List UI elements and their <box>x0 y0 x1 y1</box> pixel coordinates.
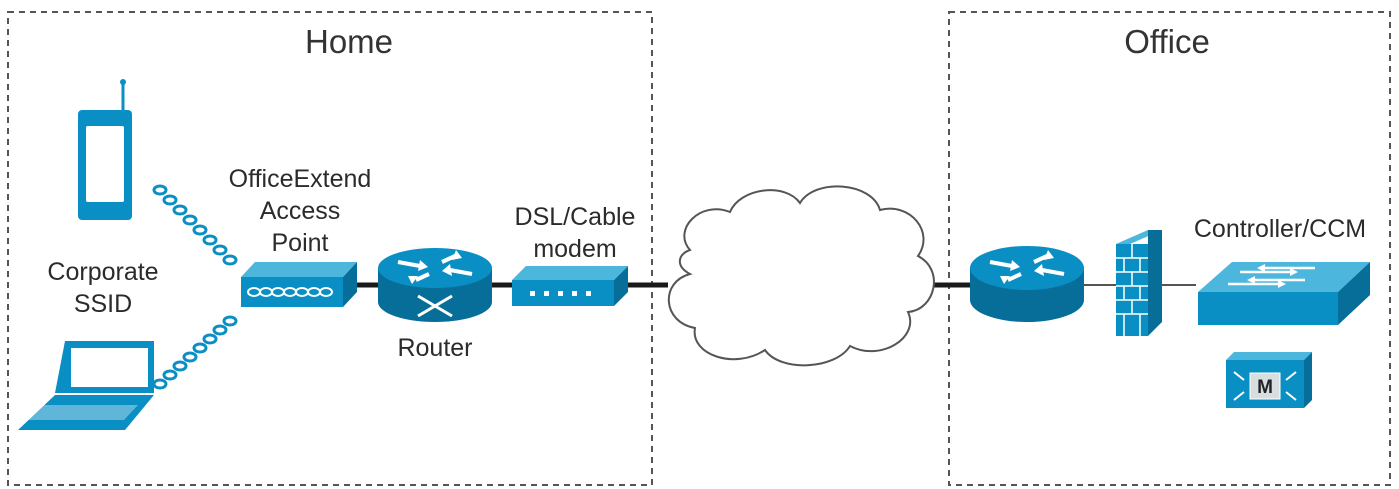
call-manager-letter: M <box>1257 377 1273 398</box>
router-icon <box>970 246 1084 322</box>
controller-label: Controller/CCM <box>1193 215 1367 243</box>
access-point-icon <box>241 262 357 307</box>
cloud-icon <box>667 185 935 367</box>
ssid-label-line1: Corporate <box>47 258 159 286</box>
ssid-label-line2: SSID <box>73 290 133 318</box>
switch-icon <box>1198 262 1370 325</box>
access-point-label-line3: Point <box>271 229 329 257</box>
firewall-icon <box>1116 230 1162 336</box>
router-label: Router <box>397 334 473 362</box>
access-point-label-line2: Access <box>259 197 341 225</box>
access-point-label-line1: OfficeExtend <box>228 165 372 193</box>
modem-label-line1: DSL/Cable <box>514 203 636 231</box>
router-icon <box>378 248 492 322</box>
call-manager-icon: M <box>1226 352 1312 408</box>
office-zone <box>948 11 1391 486</box>
office-zone-title: Office <box>1124 23 1210 60</box>
laptop-icon <box>18 341 154 430</box>
wireless-signal-lower <box>152 315 238 390</box>
wireless-phone-icon <box>78 79 132 220</box>
modem-label-line2: modem <box>533 235 617 263</box>
home-zone-title: Home <box>304 23 394 60</box>
wireless-signal-upper <box>152 184 238 266</box>
home-zone <box>7 11 653 486</box>
modem-icon <box>512 266 628 306</box>
